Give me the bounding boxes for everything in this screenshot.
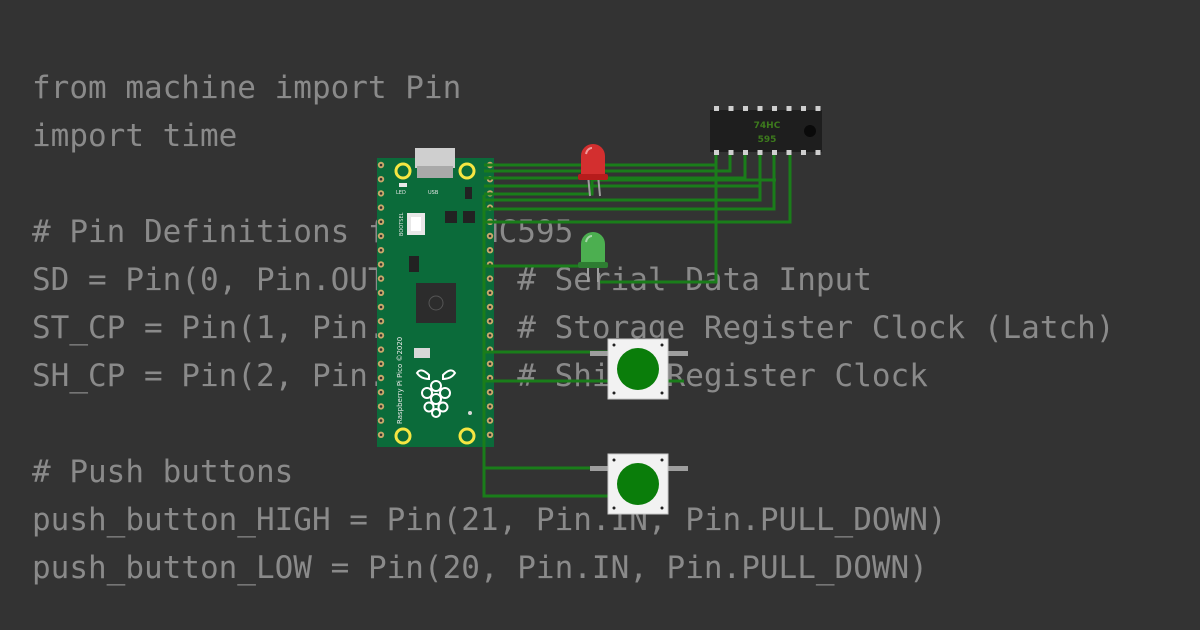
chip-pin bbox=[714, 150, 719, 155]
raspberry-logo-icon bbox=[415, 369, 457, 418]
code-line: import time bbox=[32, 118, 238, 154]
chip-label-line2: 595 bbox=[758, 135, 777, 145]
board-name: Raspberry Pi Pico ©2020 bbox=[396, 337, 404, 424]
led-lens bbox=[581, 144, 605, 178]
code-line: # Push buttons bbox=[32, 454, 294, 490]
rp2040-chip bbox=[416, 283, 456, 323]
usb-label: USB bbox=[428, 190, 439, 196]
bootsel-label: BOOTSEL bbox=[399, 212, 405, 236]
chip-pin bbox=[815, 106, 821, 111]
chip-pin bbox=[728, 106, 734, 111]
green-led[interactable] bbox=[578, 232, 608, 282]
button-cap[interactable] bbox=[617, 463, 659, 505]
chip-pin bbox=[743, 150, 748, 155]
mounting-hole bbox=[458, 427, 476, 445]
chip-label-line1: 74HC bbox=[754, 121, 781, 131]
chip-pin bbox=[772, 106, 777, 111]
code-line: push_button_LOW = Pin(20, Pin.IN, Pin.PU… bbox=[32, 550, 928, 586]
chip-body bbox=[710, 110, 822, 152]
chip-pin bbox=[786, 150, 792, 155]
code-line: SD = Pin(0, Pin.OUT) # Serial Data Input bbox=[32, 262, 872, 298]
onboard-led bbox=[399, 183, 407, 187]
push-button-low[interactable] bbox=[590, 453, 688, 515]
chip-pin bbox=[714, 106, 719, 111]
chip-pin bbox=[815, 150, 821, 155]
chip-pin bbox=[772, 150, 777, 155]
chip-pins bbox=[714, 106, 821, 155]
chip-pin bbox=[786, 106, 792, 111]
mounting-hole bbox=[394, 427, 412, 445]
chip-pin bbox=[757, 106, 763, 111]
led-lens bbox=[581, 232, 605, 265]
pin-header-row bbox=[377, 161, 494, 438]
mounting-hole bbox=[394, 162, 412, 180]
code-line: from machine import Pin bbox=[32, 70, 462, 106]
wires bbox=[482, 110, 792, 498]
chip-pin bbox=[757, 150, 763, 155]
chip-pin bbox=[728, 150, 734, 155]
led-label: LED bbox=[396, 190, 406, 196]
chip-pin bbox=[801, 106, 806, 111]
chip-pin bbox=[743, 106, 748, 111]
usb-connector bbox=[415, 148, 455, 168]
button-cap[interactable] bbox=[617, 348, 659, 390]
mounting-hole bbox=[458, 162, 476, 180]
code-editor: from machine import Pin import time # Pi… bbox=[32, 64, 1115, 592]
shift-register-chip[interactable]: 74HC 595 bbox=[710, 106, 822, 155]
push-button-high[interactable] bbox=[590, 338, 688, 400]
chip-notch bbox=[804, 125, 816, 137]
red-led[interactable] bbox=[578, 144, 608, 197]
chip-pin bbox=[801, 150, 806, 155]
code-line: push_button_HIGH = Pin(21, Pin.IN, Pin.P… bbox=[32, 502, 947, 538]
raspberry-pi-pico-board[interactable]: LED USB BOOTSEL Raspberry Pi Pico ©2020 bbox=[377, 148, 494, 447]
